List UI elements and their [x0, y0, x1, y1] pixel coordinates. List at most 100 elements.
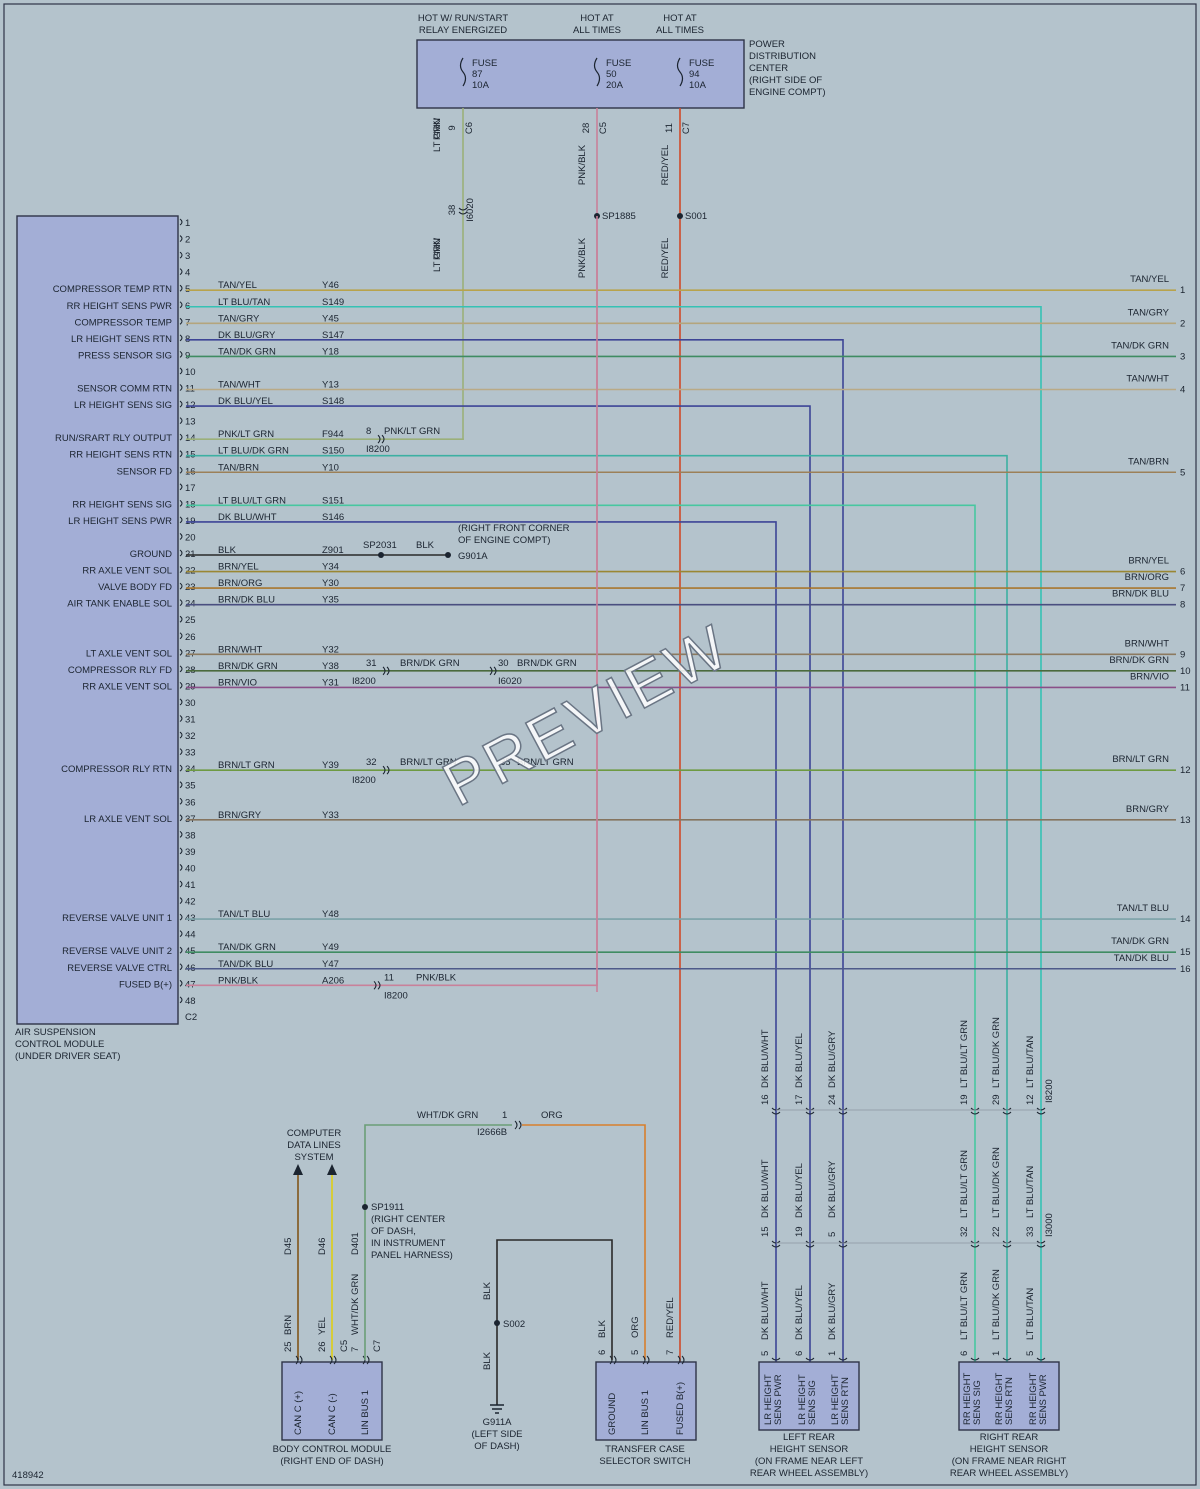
module-function-label: SENSOR FD — [117, 466, 173, 477]
pin-symbol — [179, 979, 183, 987]
data-lines-label: DATA LINES — [287, 1140, 341, 1151]
inline-connector-id: I2666B — [477, 1127, 507, 1138]
sensor-pin-label: RR HEIGHT — [1028, 1373, 1039, 1425]
output-number: 7 — [1180, 583, 1185, 594]
ground-label: OF DASH) — [474, 1441, 519, 1452]
pdc-pin-number: 11 — [664, 123, 675, 133]
module-function-label: GROUND — [130, 549, 172, 560]
module-function-label: RR AXLE VENT SOL — [82, 681, 172, 692]
right-sensor-name: REAR WHEEL ASSEMBLY) — [950, 1468, 1068, 1479]
splice-label: S001 — [685, 211, 707, 222]
output-wire-label: TAN/DK GRN — [1111, 936, 1169, 947]
sensor-pin-label: LR HEIGHT — [830, 1374, 841, 1425]
module-function-label: LR HEIGHT SENS PWR — [68, 516, 172, 527]
wire-label: DK BLU/YEL — [218, 396, 273, 407]
pin-symbol — [179, 731, 183, 739]
pdc-connector-id: C5 — [598, 122, 609, 134]
module-function-label: SENSOR COMM RTN — [77, 384, 172, 395]
inline-wire-label: PNK/LT GRN — [384, 426, 440, 437]
wire-label: BLK — [218, 545, 237, 556]
module-pin-number: 30 — [185, 698, 196, 709]
pin-symbol — [179, 864, 183, 871]
pdc-connector-id: C6 — [464, 122, 475, 134]
sensor-pin-number: 5 — [827, 1232, 838, 1237]
left-sensor-name: LEFT REAR — [783, 1432, 835, 1443]
bcm-wire-label: YEL — [317, 1317, 328, 1335]
wire-label: PNK/ — [432, 117, 443, 140]
ground-note: OF ENGINE COMPT) — [458, 535, 550, 546]
module-function-label: RR HEIGHT SENS SIG — [72, 499, 172, 510]
wire-label: BLK — [416, 540, 435, 551]
circuit-id: S149 — [322, 297, 344, 308]
wire-label: BRN/GRY — [218, 810, 262, 821]
arrow-up-icon — [327, 1164, 337, 1175]
tcs-wire-label: ORG — [630, 1316, 641, 1338]
wire-label: WHT/DK GRN — [417, 1110, 478, 1121]
ground-label: (LEFT SIDE — [471, 1429, 522, 1440]
module-pin-number: 10 — [185, 367, 196, 378]
pin-symbol — [179, 797, 183, 805]
left-sensor-name: HEIGHT SENSOR — [770, 1444, 849, 1455]
sensor-wire-label: LT BLU/DK GRN — [991, 1147, 1002, 1218]
inline-connector-id: I8200 — [352, 775, 376, 786]
circuit-id: S146 — [322, 512, 344, 523]
circuit-id: S147 — [322, 330, 344, 341]
wire-label: TAN/DK GRN — [218, 346, 276, 357]
sensor-pin-label: RR HEIGHT — [962, 1373, 973, 1425]
splice-label: PANEL HARNESS) — [371, 1250, 453, 1261]
wire-dk-blu-wht — [186, 521, 777, 1362]
output-number: 10 — [1180, 666, 1191, 677]
fuse-symbol — [459, 57, 467, 87]
sensor-wire-label: LT BLU/LT GRN — [959, 1150, 970, 1218]
inline-pin-number: 35 — [500, 757, 511, 768]
wire-label: BRN/LT GRN — [218, 760, 275, 771]
pdc-pin-number: 28 — [581, 123, 592, 134]
splice-label: SP1885 — [602, 211, 636, 222]
bcm-circuit-id: D401 — [350, 1232, 361, 1255]
pin-symbol — [179, 367, 183, 375]
pdc-header: HOT W/ RUN/START — [418, 13, 508, 24]
sensor-pin-label: SENS PWR — [773, 1374, 784, 1425]
fuse-label: 87 — [472, 69, 483, 80]
splice-label: OF DASH, — [371, 1226, 416, 1237]
sensor-wire-label: LT BLU/LT GRN — [959, 1272, 970, 1340]
sensor-pin-number: 6 — [794, 1351, 805, 1356]
sensor-pin-label: SENS RTN — [1004, 1377, 1015, 1425]
sensor-pin-number: 17 — [794, 1094, 805, 1105]
module-function-label: COMPRESSOR RLY RTN — [61, 764, 172, 775]
pin-symbol — [179, 351, 183, 358]
pdc-label: ENGINE COMPT) — [749, 87, 826, 98]
tcs-pin-number: 6 — [597, 1350, 608, 1355]
pdc-header: ALL TIMES — [656, 25, 704, 36]
fuse-label: 94 — [689, 69, 700, 80]
bcm-pin-number: 25 — [283, 1341, 294, 1352]
wire-lt-blu-tan — [186, 305, 1042, 1362]
wire-label: BRN/WHT — [218, 644, 263, 655]
splice-s002 — [494, 1320, 500, 1326]
inline-pin-number: 11 — [384, 972, 394, 983]
inline-connector-id: I3000 — [1044, 1213, 1055, 1237]
connector-symbol — [677, 1355, 685, 1365]
left-sensor-name: REAR WHEEL ASSEMBLY) — [750, 1468, 868, 1479]
module-pin-number: 2 — [185, 235, 190, 246]
body-control-module-box — [281, 1361, 383, 1441]
splice-label: S002 — [503, 1319, 525, 1330]
module-function-label: RR HEIGHT SENS PWR — [67, 301, 173, 312]
module-pin-number: 39 — [185, 847, 196, 858]
output-number: 14 — [1180, 914, 1191, 925]
module-pin-number: 44 — [185, 930, 196, 941]
module-name: CONTROL MODULE — [15, 1039, 104, 1050]
tcs-wire-label: RED/YEL — [665, 1297, 676, 1338]
pdc-label: (RIGHT SIDE OF — [749, 75, 822, 86]
sensor-wire-label: DK BLU/GRY — [827, 1160, 838, 1218]
inline-connector-i6020 — [489, 666, 497, 676]
sensor-pin-label: SENS RTN — [840, 1377, 851, 1425]
output-wire-label: BRN/WHT — [1125, 638, 1170, 649]
wire-label: PNK/BLK — [577, 237, 588, 278]
pin-symbol — [179, 880, 183, 888]
pdc-label: DISTRIBUTION — [749, 51, 816, 62]
wire-label: TAN/BRN — [218, 462, 259, 473]
module-function-label: COMPRESSOR TEMP — [75, 317, 172, 328]
bcm-wire-label: BRN — [283, 1315, 294, 1335]
